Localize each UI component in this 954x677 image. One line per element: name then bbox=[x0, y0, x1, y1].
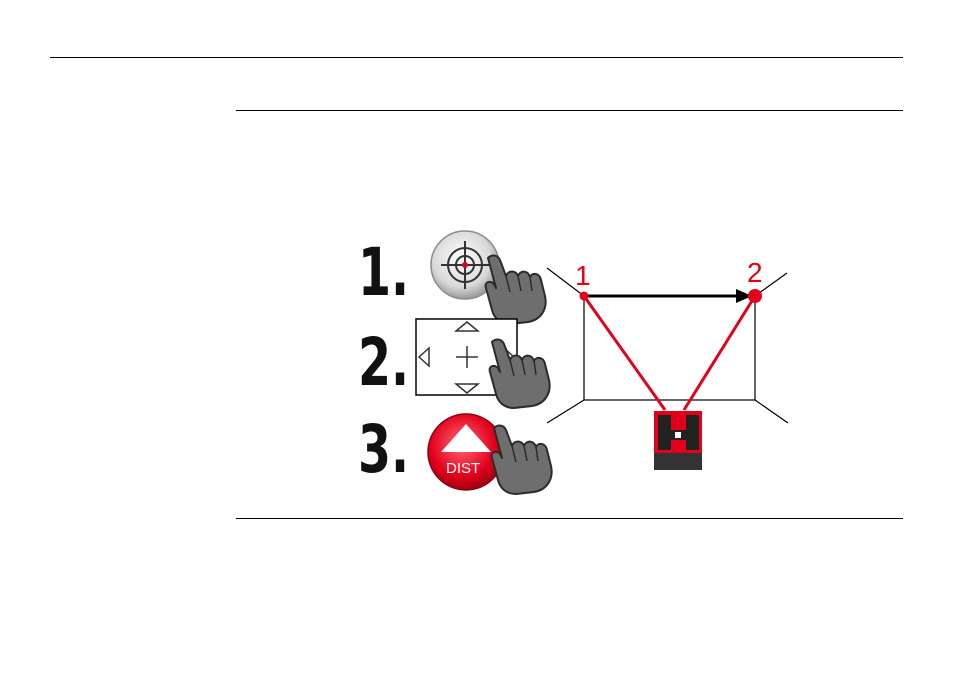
section-bottom-divider bbox=[236, 518, 903, 519]
laser-beam-1 bbox=[584, 296, 665, 410]
hand-pointer-icon bbox=[490, 340, 550, 408]
point-2-marker bbox=[748, 289, 762, 303]
step-3-number: 3. bbox=[358, 411, 409, 488]
measurement-diagram: 1. 2. 3. DIST bbox=[340, 215, 810, 505]
point-1-label: 1 bbox=[575, 260, 591, 291]
header-divider bbox=[50, 57, 903, 58]
dist-button-label: DIST bbox=[446, 460, 480, 477]
hand-pointer-icon bbox=[486, 256, 546, 324]
step-1-number: 1. bbox=[358, 234, 409, 311]
point-1-marker bbox=[580, 292, 589, 301]
point-2-label: 2 bbox=[747, 257, 763, 288]
laser-beam-2 bbox=[684, 296, 755, 410]
step-2-number: 2. bbox=[358, 324, 409, 401]
section-top-divider bbox=[236, 110, 903, 111]
instrument-icon bbox=[654, 411, 702, 470]
hand-pointer-icon bbox=[492, 426, 552, 494]
